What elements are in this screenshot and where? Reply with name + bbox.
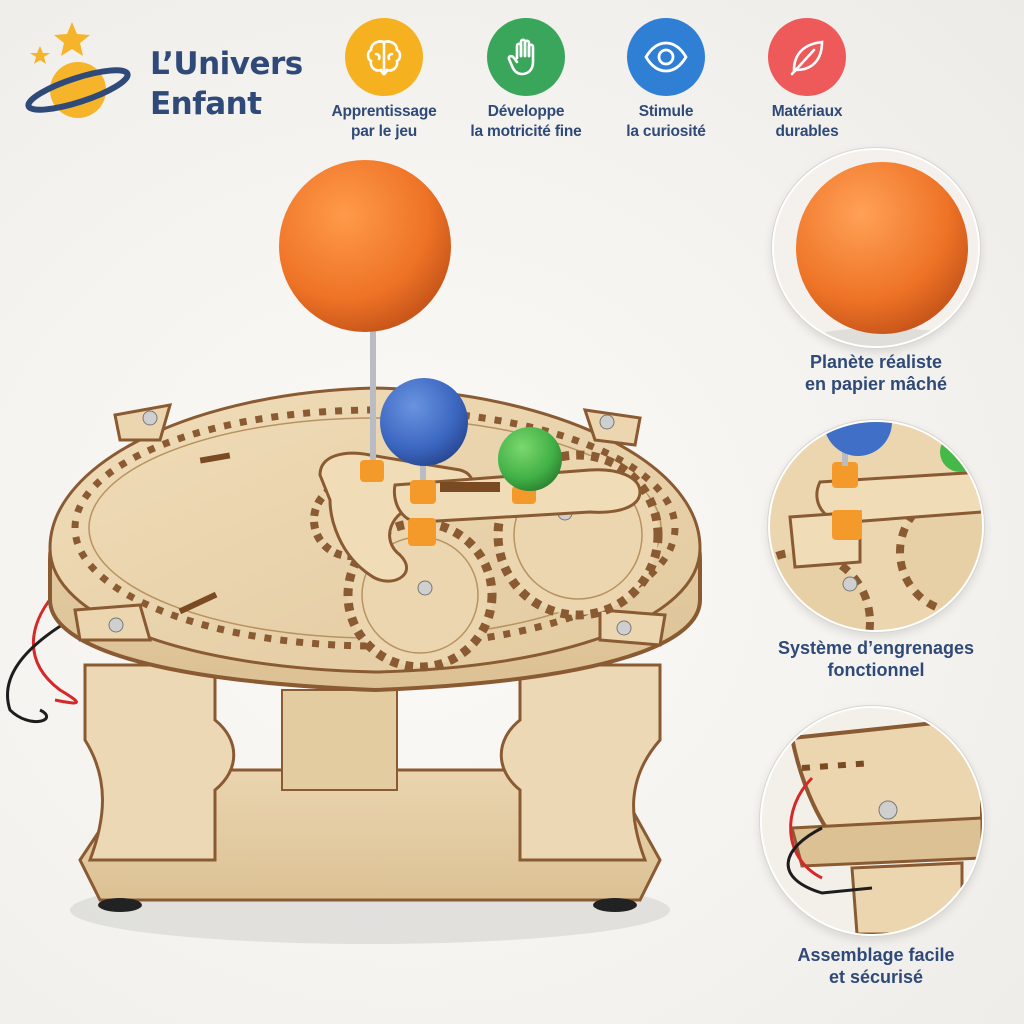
moon-sphere [498,427,562,491]
sun-peg [360,460,384,482]
feature-motor-line-1: Développe [487,103,565,120]
lower-peg [408,518,436,546]
feature-motor-skills: Développe la motricité fine [461,18,591,142]
feature-learning-line-2: par le jeu [350,123,418,140]
feature-motor-line-2: la motricité fine [470,123,582,140]
detail-assembly-label: Assemblage facile et sécurisé [756,944,996,988]
detail-assembly-line-1: Assemblage facile [797,945,955,965]
sun-sphere [279,160,451,332]
hand-icon [487,18,565,96]
brand-name: L’Univers Enfant [150,44,303,124]
detail-planet-image [772,148,980,348]
detail-planet-line-1: Planète réaliste [809,352,943,372]
leaf-icon [768,18,846,96]
brand-line-1: L’Univers [150,46,303,82]
sun-rod [370,325,376,465]
feature-materials-line-1: Matériaux [771,103,843,120]
detail-gears-label: Système d’engrenages fonctionnel [756,637,996,681]
wooden-stand [78,663,662,912]
feature-curiosity-line-1: Stimule [638,103,694,120]
feature-curiosity: Stimule la curiosité [601,18,731,142]
detail-assembly-image [760,706,984,936]
brain-icon [345,18,423,96]
brand-line-2: Enfant [150,86,262,122]
detail-gears-line-2: fonctionnel [827,660,925,680]
black-wire [6,618,71,724]
planet-logo-icon [25,22,131,118]
earth-sphere [380,378,468,466]
feature-materials: Matériaux durables [742,18,872,142]
detail-planet-label: Planète réaliste en papier mâché [756,351,996,395]
earth-peg [410,480,436,504]
detail-planet-line-2: en papier mâché [804,374,948,394]
feature-learning-line-1: Apprentissage [331,103,437,120]
feature-materials-line-2: durables [775,123,839,140]
earth-rod [420,455,426,495]
detail-gears-line-1: Système d’engrenages [777,638,975,658]
detail-gears-image [768,420,984,632]
feature-curiosity-line-2: la curiosité [626,123,706,140]
feature-learning: Apprentissage par le jeu [319,18,449,142]
eye-icon [627,18,705,96]
red-wire [32,588,78,705]
orrery-model-illustration [6,160,702,944]
detail-assembly-line-2: et sécurisé [828,967,924,987]
brand-logo: L’Univers Enfant [22,18,303,128]
